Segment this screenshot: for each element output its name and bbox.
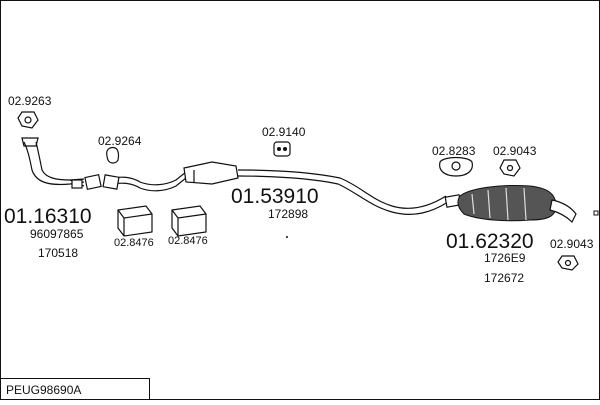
label-kit-box2: 02.8476 bbox=[168, 235, 208, 247]
label-mount-rear-bottom: 02.9043 bbox=[550, 237, 594, 251]
label-front-ref1: 96097865 bbox=[30, 227, 84, 241]
label-kit-box1: 02.8476 bbox=[114, 237, 154, 249]
rear-silencer bbox=[444, 185, 577, 224]
mount-middle bbox=[273, 141, 291, 157]
middle-pipe bbox=[102, 161, 449, 215]
front-pipe bbox=[21, 137, 102, 191]
clamp-front bbox=[17, 111, 39, 129]
kit-box-1 bbox=[117, 205, 153, 237]
edge-marker bbox=[593, 210, 599, 216]
label-middle-ref: 172898 bbox=[268, 207, 308, 221]
label-front-part: 01.16310 bbox=[4, 205, 92, 228]
diagram-code: PEUG98690A bbox=[6, 383, 81, 397]
label-mount-middle: 02.9140 bbox=[262, 125, 306, 139]
label-middle-part: 01.53910 bbox=[231, 185, 319, 208]
label-rear-ref2: 172672 bbox=[484, 271, 524, 285]
label-mount-rear-top: 02.9043 bbox=[493, 144, 537, 158]
clamp-rear bbox=[439, 156, 473, 177]
ring-front bbox=[106, 146, 120, 164]
label-clamp-front: 02.9263 bbox=[8, 94, 52, 108]
label-front-ref2: 170518 bbox=[38, 246, 78, 260]
label-rear-part: 01.62320 bbox=[446, 230, 534, 253]
mount-rear-bottom bbox=[557, 255, 579, 271]
label-clamp-rear: 02.8283 bbox=[432, 144, 476, 158]
marker-dot bbox=[286, 236, 288, 238]
mount-rear-top bbox=[499, 159, 521, 177]
kit-box-2 bbox=[171, 205, 207, 237]
label-ring-front: 02.9264 bbox=[98, 134, 142, 148]
label-rear-ref1: 1726E9 bbox=[484, 251, 526, 265]
